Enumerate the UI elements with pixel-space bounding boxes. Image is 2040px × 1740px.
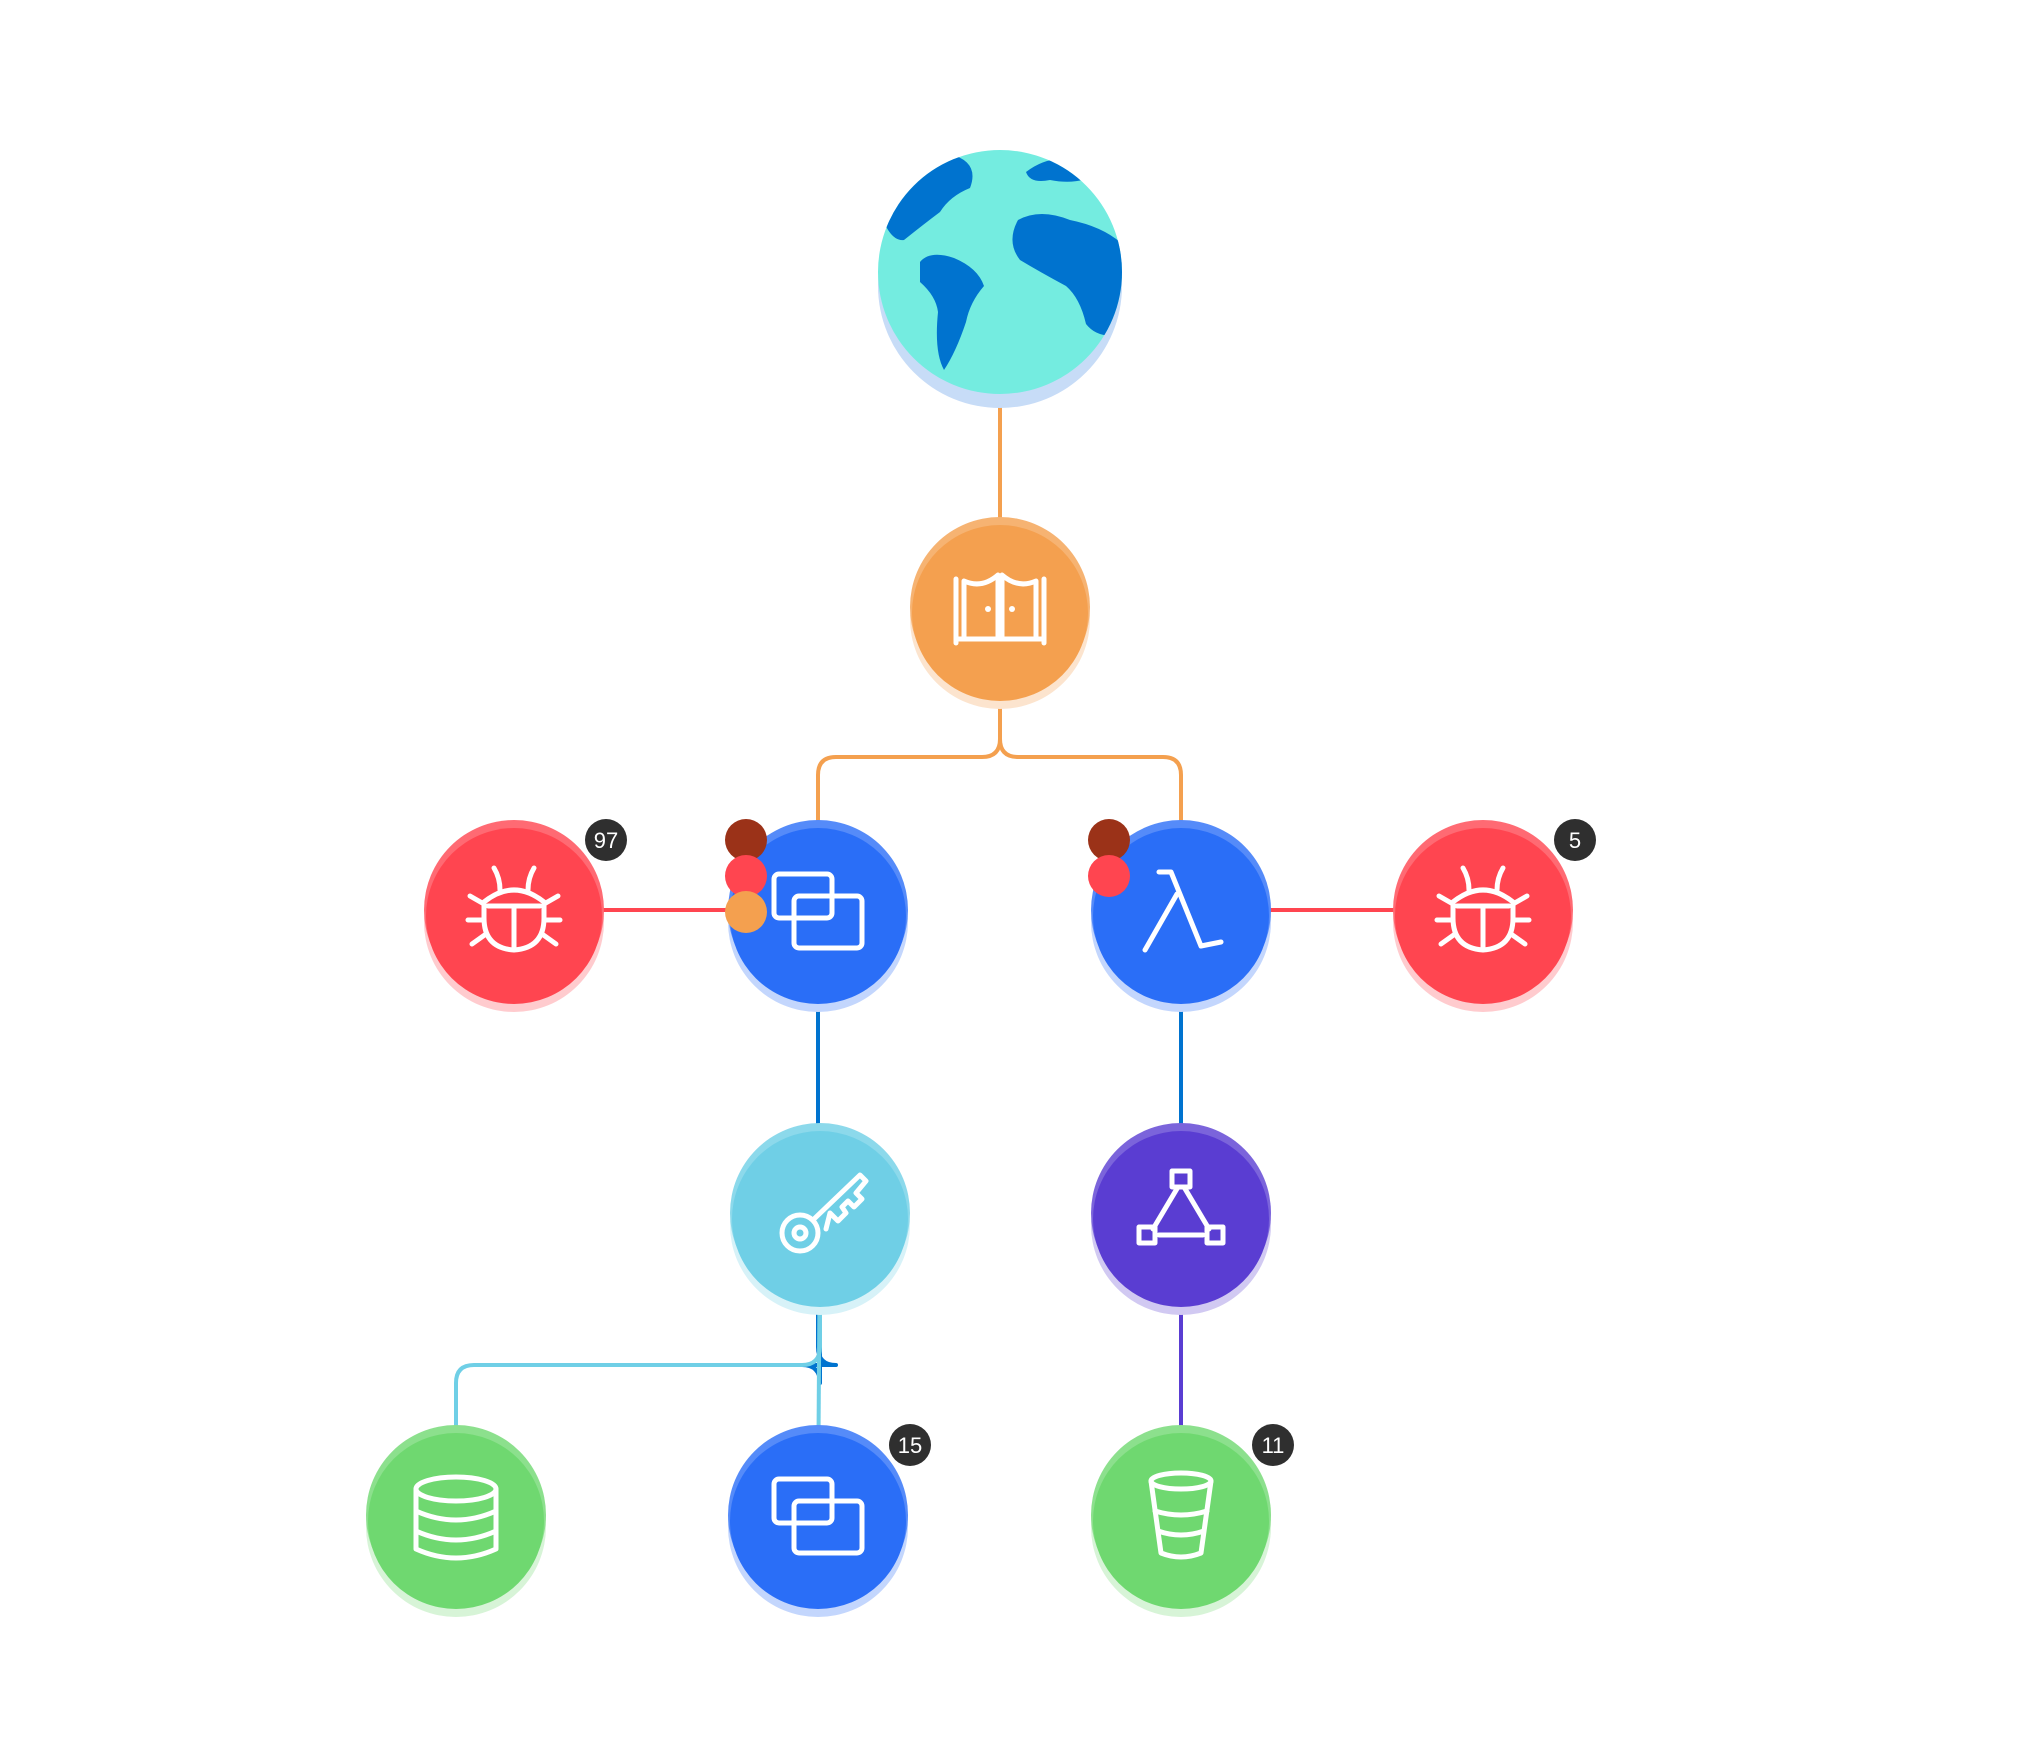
node-instance-left[interactable] bbox=[725, 819, 908, 1012]
count-badge-circle bbox=[585, 819, 627, 861]
bucket-icon bbox=[1148, 1470, 1214, 1560]
alert-dot-dark[interactable] bbox=[1088, 819, 1130, 861]
node-gateway[interactable] bbox=[910, 517, 1090, 709]
key-icon bbox=[779, 1172, 869, 1254]
count-badge[interactable]: 97 bbox=[585, 819, 627, 861]
count-badge[interactable]: 15 bbox=[889, 1424, 931, 1466]
count-badge-label: 15 bbox=[898, 1433, 922, 1458]
edge-gateway-to-lambda bbox=[998, 607, 1183, 910]
instances-icon bbox=[771, 1476, 865, 1556]
count-badge-label: 11 bbox=[1262, 1433, 1285, 1458]
instances-icon bbox=[771, 871, 865, 951]
node-network[interactable] bbox=[1091, 1123, 1271, 1315]
count-badge-circle bbox=[889, 1424, 931, 1466]
alert-dot-orange[interactable] bbox=[725, 891, 767, 933]
count-badge-label: 97 bbox=[594, 828, 618, 853]
node-internet[interactable] bbox=[878, 150, 1130, 408]
node-lambda[interactable] bbox=[1088, 819, 1271, 1012]
node-database[interactable] bbox=[366, 1425, 546, 1617]
triangle-network-icon bbox=[1136, 1168, 1226, 1246]
node-instance-bottom[interactable]: 15 bbox=[728, 1424, 931, 1617]
count-badge-label: 5 bbox=[1569, 828, 1581, 853]
count-badge-circle bbox=[1252, 1424, 1294, 1466]
alert-dot-dark[interactable] bbox=[725, 819, 767, 861]
count-badge[interactable]: 11 bbox=[1252, 1424, 1294, 1466]
node-circle bbox=[732, 1131, 908, 1307]
alert-dot-red[interactable] bbox=[725, 855, 767, 897]
lambda-icon bbox=[1142, 869, 1224, 953]
node-bug-right[interactable]: 5 bbox=[1393, 819, 1596, 1012]
gate-icon bbox=[953, 572, 1047, 646]
database-icon bbox=[413, 1474, 499, 1561]
node-circle bbox=[1093, 1131, 1269, 1307]
node-bug-left[interactable]: 97 bbox=[424, 819, 627, 1012]
nodes-layer: 97 5 15 11 bbox=[366, 150, 1596, 1617]
node-circle bbox=[1093, 1433, 1269, 1609]
alert-dot-red[interactable] bbox=[1088, 855, 1130, 897]
node-iam-key[interactable] bbox=[730, 1123, 910, 1315]
count-badge-circle bbox=[1554, 819, 1596, 861]
count-badge[interactable]: 5 bbox=[1554, 819, 1596, 861]
node-bucket[interactable]: 11 bbox=[1091, 1424, 1294, 1617]
bug-icon bbox=[465, 865, 563, 953]
node-circle bbox=[1093, 828, 1269, 1004]
bug-icon bbox=[1434, 865, 1532, 953]
